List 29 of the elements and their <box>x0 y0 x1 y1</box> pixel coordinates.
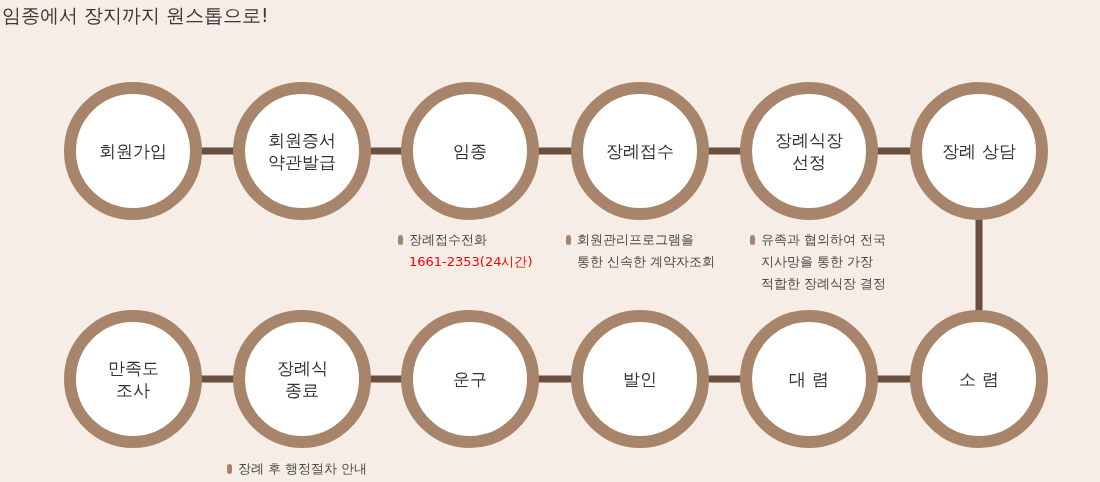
diagram-title: 임종에서 장지까지 원스톱으로! <box>2 3 269 27</box>
connector-line <box>708 147 741 155</box>
connector-line <box>708 375 741 383</box>
connector-line <box>370 375 402 383</box>
step-label: 발인 <box>622 368 658 390</box>
connector-line <box>538 375 572 383</box>
step-label: 대 렴 <box>788 368 830 390</box>
note-text: 유족과 협의하여 전국 지사망을 통한 가장 적합한 장례식장 결정 <box>761 231 888 293</box>
note-text: 1661-2353(24시간) <box>409 253 533 271</box>
connector-line <box>201 375 234 383</box>
connector-line <box>877 147 911 155</box>
step-label: 회원가입 <box>98 140 168 162</box>
step-label: 임종 <box>452 140 488 162</box>
step-label: 만족도 조사 <box>106 357 160 401</box>
step-label: 장례식장 선정 <box>774 129 844 173</box>
connector-line <box>370 147 402 155</box>
step-label: 소 렴 <box>958 368 1000 390</box>
connector-line <box>538 147 572 155</box>
note-text: 회원관리프로그램을 통한 신속한 계약자조회 <box>577 231 717 271</box>
step-label: 장례 상담 <box>941 140 1017 162</box>
connector-line <box>877 375 911 383</box>
note-text: 장례접수전화 <box>409 231 488 249</box>
step-label: 운구 <box>452 368 488 390</box>
step-label: 장례식 종료 <box>275 357 329 401</box>
connector-line <box>201 147 234 155</box>
note-text: 장례 후 행정절차 안내 <box>238 460 368 478</box>
step-label: 장례접수 <box>605 140 675 162</box>
connector-line <box>975 219 983 311</box>
step-label: 회원증서 약관발급 <box>267 129 337 173</box>
